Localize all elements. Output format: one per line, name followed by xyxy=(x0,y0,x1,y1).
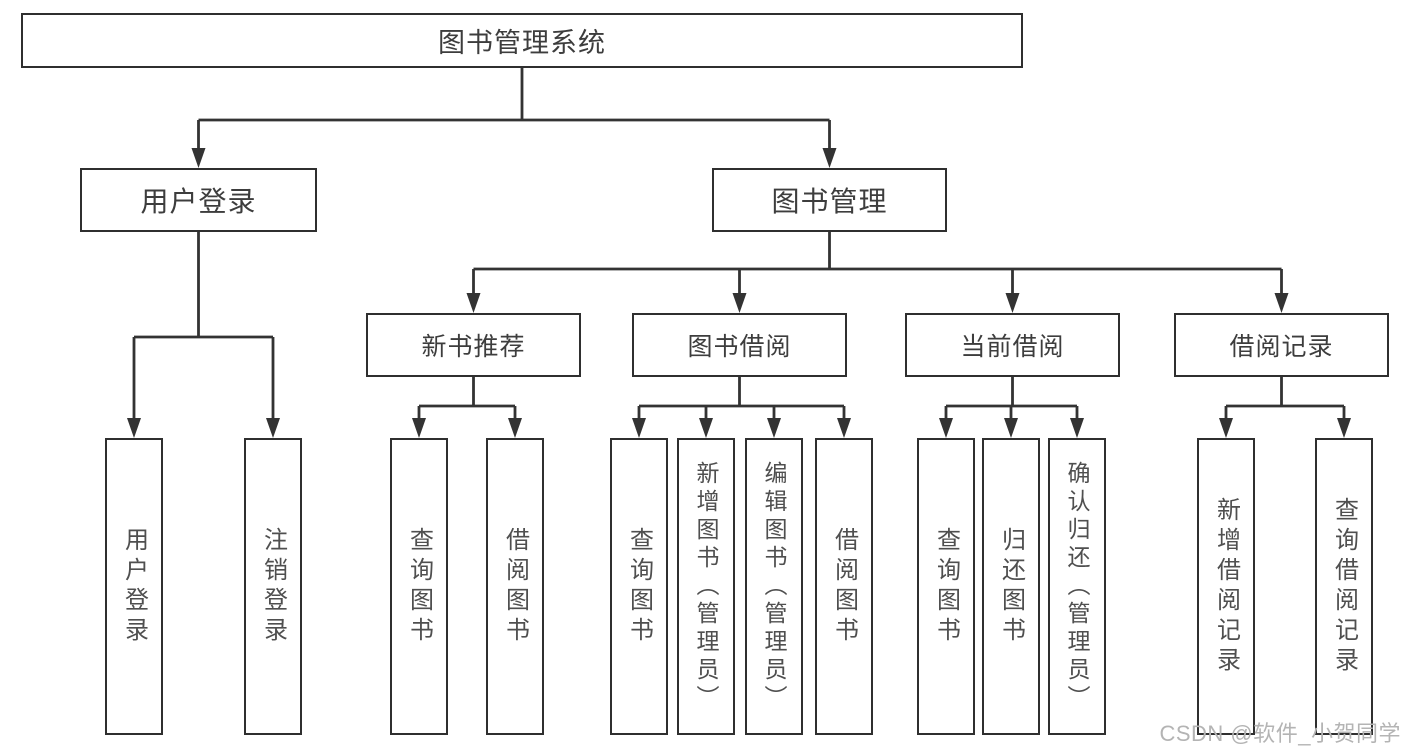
leaf-logout-login: 注销登录 xyxy=(244,438,302,735)
leaf-current-confirm-return-admin: 确认归还（管理员） xyxy=(1048,438,1106,735)
node-borrowing-records: 借阅记录 xyxy=(1174,313,1389,377)
leaf-user-login: 用户登录 xyxy=(105,438,163,735)
leaf-records-add-borrow-record: 新增借阅记录 xyxy=(1197,438,1255,735)
watermark: CSDN @软件_小贺同学 xyxy=(1159,721,1401,746)
leaf-borrowing-add-books-admin: 新增图书（管理员） xyxy=(677,438,735,735)
node-book-management: 图书管理 xyxy=(712,168,947,232)
leaf-recommend-query-books: 查询图书 xyxy=(390,438,448,735)
node-user-login: 用户登录 xyxy=(80,168,317,232)
node-new-book-recommendation: 新书推荐 xyxy=(366,313,581,377)
leaf-current-return-books: 归还图书 xyxy=(982,438,1040,735)
node-book-borrowing: 图书借阅 xyxy=(632,313,847,377)
leaf-borrowing-borrow-books: 借阅图书 xyxy=(815,438,873,735)
leaf-records-query-borrow-record: 查询借阅记录 xyxy=(1315,438,1373,735)
leaf-borrowing-query-books: 查询图书 xyxy=(610,438,668,735)
leaf-borrowing-edit-books-admin: 编辑图书（管理员） xyxy=(745,438,803,735)
leaf-recommend-borrow-books: 借阅图书 xyxy=(486,438,544,735)
node-library-management-system: 图书管理系统 xyxy=(21,13,1023,68)
leaf-current-query-books: 查询图书 xyxy=(917,438,975,735)
node-current-borrowing: 当前借阅 xyxy=(905,313,1120,377)
